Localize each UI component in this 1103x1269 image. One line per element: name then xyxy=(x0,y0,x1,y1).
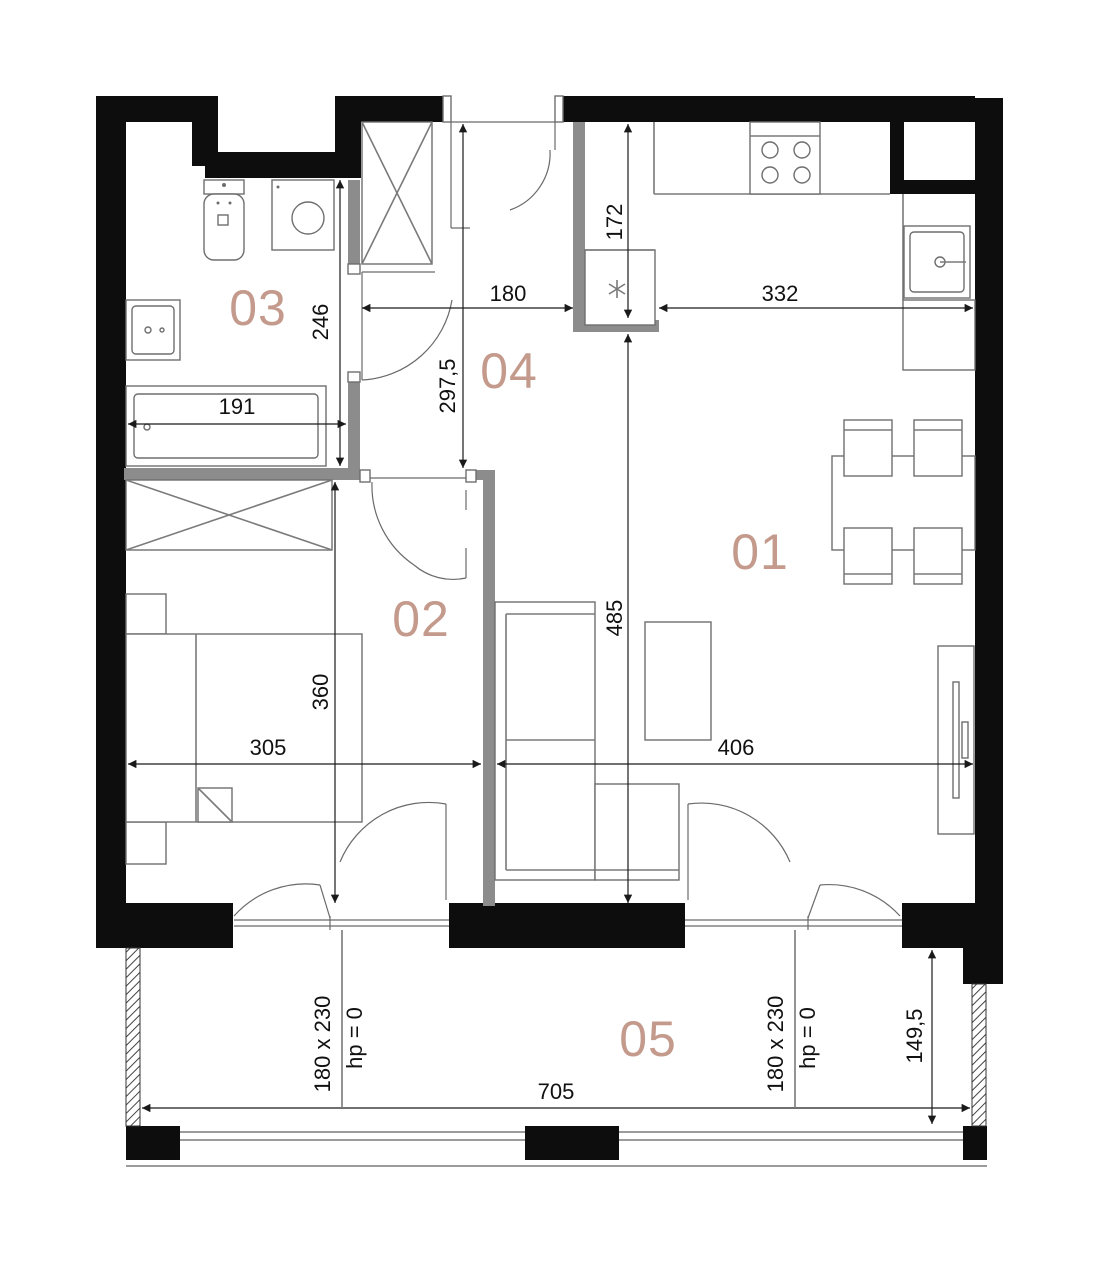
interior-walls xyxy=(124,122,659,906)
dim-705: 705 xyxy=(538,1079,575,1104)
dim-305: 305 xyxy=(250,735,287,760)
room-label-05: 05 xyxy=(619,1011,677,1067)
balcony-door-right-hp: hp = 0 xyxy=(795,1007,820,1069)
dining-set xyxy=(831,419,976,585)
dim-485: 485 xyxy=(602,600,627,637)
balcony-door-left-hp: hp = 0 xyxy=(342,1007,367,1069)
dim-332: 332 xyxy=(762,281,799,306)
dim-406: 406 xyxy=(718,735,755,760)
dim-191: 191 xyxy=(219,394,256,419)
entrance-door-frame xyxy=(442,95,564,123)
room-label-04: 04 xyxy=(480,343,538,399)
balcony-door-left-size: 180 x 230 xyxy=(310,996,335,1093)
wardrobes xyxy=(125,121,433,551)
dim-297-5: 297,5 xyxy=(435,358,460,413)
bedroom-furniture xyxy=(125,593,363,865)
dimension-labels: 172 180 332 246 297,5 191 485 360 305 40… xyxy=(219,204,927,1104)
dim-360: 360 xyxy=(308,674,333,711)
balcony-railing xyxy=(125,947,987,1167)
exterior-walls xyxy=(96,96,1003,1160)
dim-180: 180 xyxy=(490,281,527,306)
dimension-lines xyxy=(128,124,973,1124)
living-furniture xyxy=(494,601,975,881)
kitchen-furniture xyxy=(584,121,976,371)
asterisk-icon xyxy=(608,280,626,298)
room-label-02: 02 xyxy=(392,591,450,647)
door-swings xyxy=(233,122,902,930)
dim-149-5: 149,5 xyxy=(902,1008,927,1063)
room-labels: 01 02 03 04 05 xyxy=(229,280,789,1067)
dim-246: 246 xyxy=(308,304,333,341)
dim-172: 172 xyxy=(602,204,627,241)
balcony-door-right-size: 180 x 230 xyxy=(763,996,788,1093)
room-label-01: 01 xyxy=(731,524,789,580)
room-label-03: 03 xyxy=(229,280,287,336)
